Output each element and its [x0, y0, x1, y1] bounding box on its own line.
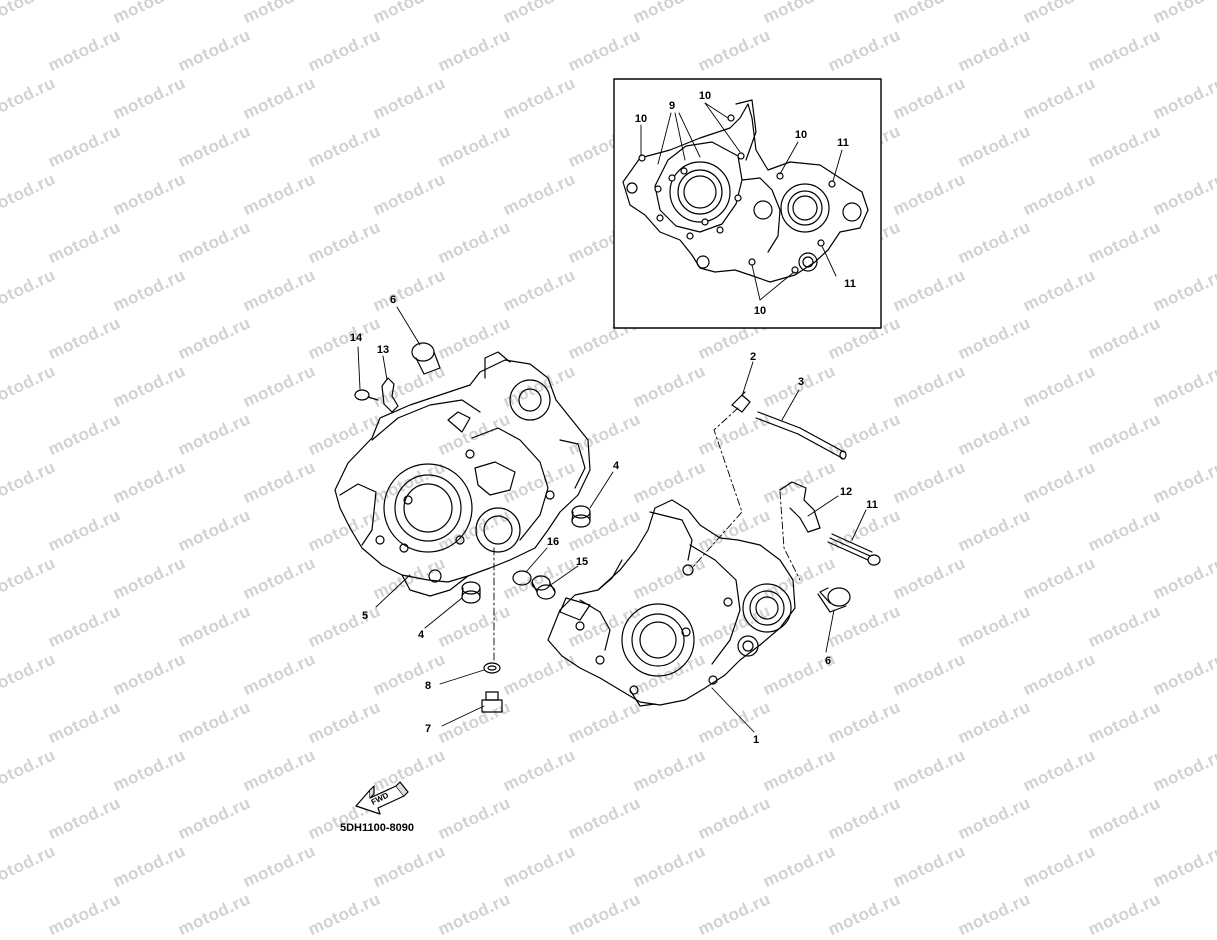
inset-callout-label: 11 [844, 278, 856, 290]
bracket-13 [381, 377, 399, 413]
drain-bolt-7 [481, 691, 503, 713]
inset-callout-label: 9 [668, 100, 676, 112]
callout-label: 8 [424, 680, 432, 692]
clip-12 [779, 481, 821, 533]
leader-lines [357, 306, 867, 733]
inset-frame [613, 78, 882, 329]
callout-label: 5 [361, 610, 369, 622]
callout-label: 4 [612, 460, 620, 472]
pipe-2 [731, 391, 751, 413]
left-crankcase-half [334, 351, 591, 597]
alignment-lines [493, 407, 801, 661]
callout-label: 2 [749, 351, 757, 363]
callout-label: 1 [752, 734, 760, 746]
inset-leader-lines [640, 102, 843, 301]
inset-callout-label: 10 [794, 129, 808, 141]
inset-callout-label: 10 [634, 113, 648, 125]
callout-label: 6 [824, 655, 832, 667]
plug-6-right [817, 587, 851, 613]
fwd-arrow-icon: FWD [352, 778, 412, 823]
bolt-11 [827, 533, 881, 566]
callout-label: 7 [424, 723, 432, 735]
inset-callout-label: 10 [698, 90, 712, 102]
o-ring-16 [512, 570, 532, 586]
inset-callout-label: 10 [753, 305, 767, 317]
inset-crankcase [622, 99, 869, 283]
callout-label: 6 [389, 294, 397, 306]
bolt-14 [354, 389, 379, 401]
callout-label: 13 [376, 344, 390, 356]
exploded-view-drawing [334, 78, 882, 733]
inset-callout-label: 11 [837, 137, 849, 149]
washer-8 [483, 662, 501, 674]
hose-3 [755, 411, 847, 460]
callout-label: 16 [546, 536, 560, 548]
diagram-code: 5DH1100-8090 [340, 822, 415, 834]
callout-label: 15 [575, 556, 589, 568]
callout-label: 4 [417, 629, 425, 641]
bushing-4-lower [461, 581, 481, 604]
right-crankcase-half [547, 499, 796, 707]
bushing-4-upper [571, 505, 591, 528]
callout-label: 12 [839, 486, 853, 498]
collar-15 [531, 575, 556, 600]
plug-6-left [411, 342, 441, 375]
callout-label: 14 [349, 332, 363, 344]
callout-label: 3 [797, 376, 805, 388]
callout-label: 11 [866, 499, 878, 511]
